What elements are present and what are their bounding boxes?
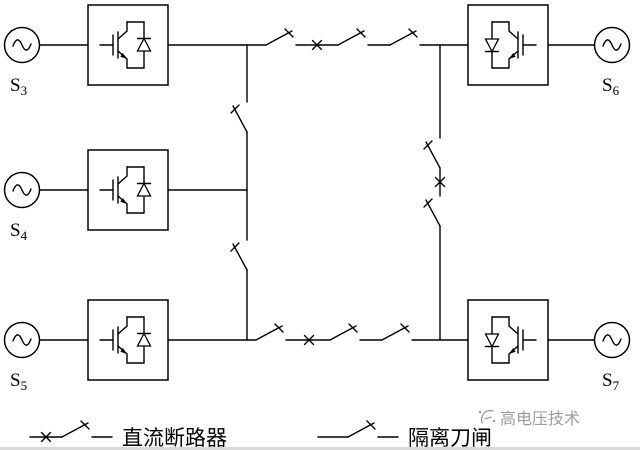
ac-source-s4-icon: [3, 171, 41, 209]
watermark-text: 高电压技术: [500, 409, 580, 428]
ac-source-s6-icon: [593, 26, 631, 64]
isolator-switch-icon: [347, 420, 376, 438]
legend-dc-breaker-symbol: [29, 420, 113, 443]
converter-vsc-s4: [87, 149, 169, 231]
legend-isolator-symbol: [317, 420, 399, 438]
source-label-s3: S3: [10, 75, 27, 98]
source-label-s5: S5: [10, 370, 27, 393]
converter-vsc-s6: [467, 4, 549, 86]
isolator-switch-icon: [255, 323, 284, 341]
source-label-s7: S7: [602, 370, 620, 393]
isolator-switch-icon: [230, 104, 248, 133]
legend: 直流断路器 隔离刀闸: [29, 420, 492, 450]
ac-source-s7-icon: [593, 321, 631, 359]
ac-source-s3-icon: [3, 26, 41, 64]
source-label-s6: S6: [602, 75, 620, 98]
isolator-switch-icon: [381, 323, 410, 341]
ac-source-s5-icon: [3, 321, 41, 359]
watermark-logo-icon: [478, 409, 496, 424]
source-label-s4: S4: [10, 220, 28, 243]
wires: [38, 44, 596, 341]
isolator-switch-icon: [423, 140, 441, 169]
legend-isolator-label: 隔离刀闸: [408, 426, 492, 450]
converter-vsc-s3: [87, 4, 169, 86]
dc-breaker-blade-icon: [61, 420, 90, 438]
dc-breaker-blade-icon: [423, 198, 441, 227]
dc-breaker-blade-icon: [337, 28, 366, 46]
dc-breaker-blade-icon: [329, 323, 358, 341]
isolator-switch-icon: [265, 28, 294, 46]
converter-vsc-s5: [87, 299, 169, 381]
footer-bar: [0, 447, 640, 450]
isolator-switch-icon: [389, 28, 418, 46]
legend-dc-breaker-label: 直流断路器: [122, 426, 227, 450]
watermark: 高电压技术: [478, 409, 580, 428]
converter-vsc-s7: [467, 299, 549, 381]
isolator-switch-icon: [230, 242, 248, 271]
